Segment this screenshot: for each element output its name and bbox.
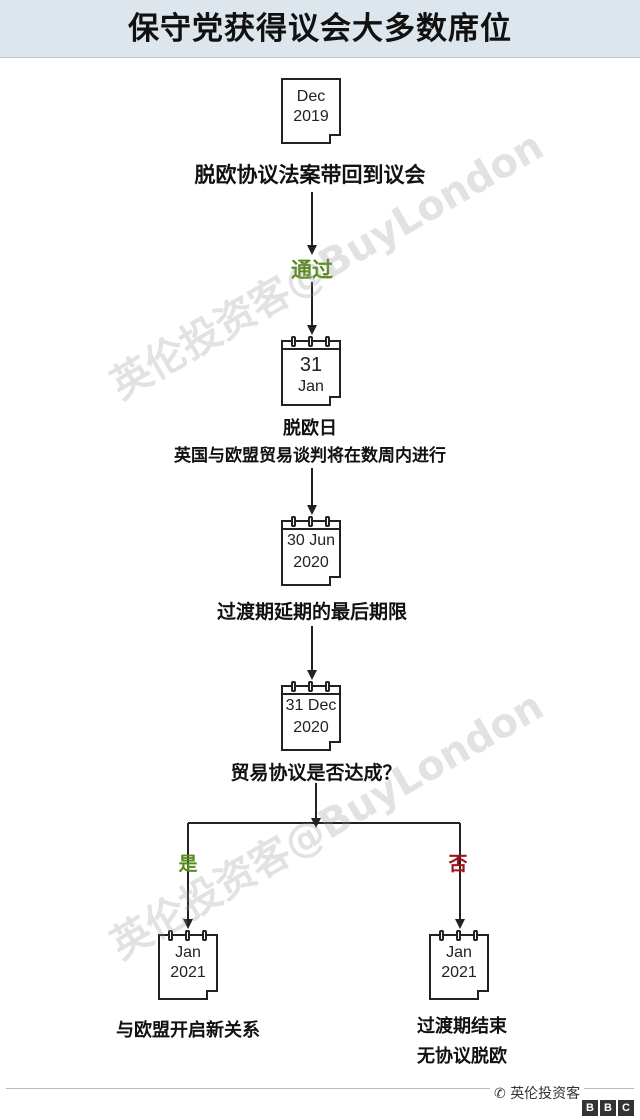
calendar-month: Jan: [446, 944, 472, 961]
outcome-new-relationship: 与欧盟开启新关系: [116, 1020, 260, 1041]
step-sublabel-trade-talks: 英国与欧盟贸易谈判将在数周内进行: [174, 446, 446, 466]
pass-label: 通过: [291, 258, 333, 282]
calendar-year: 2020: [293, 719, 329, 736]
calendar-date: 31 Dec: [285, 697, 337, 714]
header-banner: 保守党获得议会大多数席位: [0, 0, 640, 58]
wechat-account-name: 英伦投资客: [510, 1086, 581, 1102]
calendar-year: 2020: [293, 554, 329, 571]
calendar-icon-31-dec-2020: 31 Dec 2020: [281, 681, 341, 751]
outcome-no-deal-brexit: 无协议脱欧: [417, 1046, 507, 1067]
calendar-day: 31: [299, 354, 323, 376]
page-fold: [477, 990, 489, 1000]
calendar-icon-31-jan: 31 Jan: [281, 336, 341, 406]
calendar-icon-jan-2021-no: Jan 2021: [429, 930, 489, 1000]
bbc-letter-2: B: [600, 1100, 616, 1116]
step-label-trade-deal-question: 贸易协议是否达成？: [230, 762, 402, 784]
step-label-bill: 脱欧协议法案带回到议会: [194, 163, 426, 187]
calendar-year: 2019: [293, 108, 329, 125]
calendar-icon-jan-2021-yes: Jan 2021: [158, 930, 218, 1000]
calendar-date: 30 Jun: [286, 532, 336, 549]
page-fold: [329, 741, 341, 751]
step-label-extension-deadline: 过渡期延期的最后期限: [216, 601, 407, 623]
page-fold: [329, 134, 341, 144]
calendar-month: Jan: [175, 944, 201, 961]
calendar-icon-dec-2019: Dec 2019: [281, 78, 341, 144]
page-title: 保守党获得议会大多数席位: [128, 11, 512, 47]
bbc-letter-3: C: [618, 1100, 634, 1116]
footer-divider: [6, 1088, 634, 1089]
wechat-icon: ✆: [494, 1086, 506, 1102]
calendar-month: Jan: [298, 378, 324, 395]
wechat-source-label: ✆ 英伦投资客: [490, 1083, 585, 1103]
calendar-icon-30-jun-2020: 30 Jun 2020: [281, 516, 341, 586]
calendar-year: 2021: [441, 964, 477, 981]
calendar-month: Dec: [296, 88, 326, 105]
branch-no-label: 否: [448, 853, 468, 875]
outcome-transition-ends: 过渡期结束: [417, 1016, 507, 1037]
bbc-letter-1: B: [582, 1100, 598, 1116]
page-fold: [329, 396, 341, 406]
page-fold: [206, 990, 218, 1000]
step-label-brexit-day: 脱欧日: [283, 418, 337, 439]
page-fold: [329, 576, 341, 586]
bbc-logo: B B C: [582, 1100, 634, 1116]
branch-yes-label: 是: [178, 853, 198, 875]
calendar-year: 2021: [170, 964, 206, 981]
